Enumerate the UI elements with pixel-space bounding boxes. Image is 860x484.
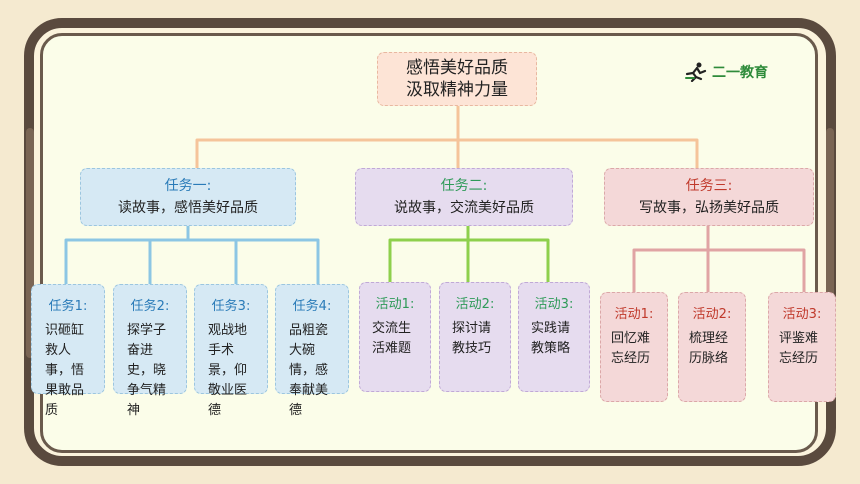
task-1-box: 任务一: 读故事，感悟美好品质: [80, 168, 296, 226]
sub-body: 回忆难忘经历: [611, 331, 651, 366]
task-3-sub-1: 活动1: 回忆难忘经历: [600, 292, 668, 402]
sub-title: 活动1:: [375, 297, 415, 312]
sub-body: 梳理经历脉络: [689, 331, 729, 366]
task-3-title: 任务三:: [685, 178, 733, 194]
task2-connector: [388, 224, 550, 284]
task-3-box: 任务三: 写故事，弘扬美好品质: [604, 168, 814, 226]
brand-logo: 二一教育: [684, 62, 768, 82]
task-2-title: 任务二:: [440, 178, 488, 194]
sub-body: 评鉴难忘经历: [779, 331, 819, 366]
task-2-sub-3: 活动3: 实践请教策略: [518, 282, 590, 392]
sub-title: 活动2:: [692, 307, 732, 322]
sub-body: 品粗瓷大碗情，感奉献美德: [289, 323, 329, 418]
task-3-desc: 写故事，弘扬美好品质: [639, 200, 779, 216]
root-line1: 感悟美好品质: [406, 58, 508, 78]
sub-title: 活动3:: [782, 307, 822, 322]
task-1-sub-1: 任务1: 识砸缸救人事，悟果敢品质: [31, 284, 105, 418]
sub-title: 活动1:: [614, 307, 654, 322]
task-2-box: 任务二: 说故事，交流美好品质: [355, 168, 573, 226]
task-3-sub-2: 活动2: 梳理经历脉络: [678, 292, 746, 402]
root-connector: [195, 104, 699, 170]
sub-title: 任务4:: [292, 299, 332, 314]
sub-body: 观战地手术景，仰敬业医德: [208, 323, 248, 418]
sub-body: 探讨请教技巧: [452, 321, 492, 356]
task-2-sub-2: 活动2: 探讨请教技巧: [439, 282, 511, 392]
sub-body: 实践请教策略: [531, 321, 571, 356]
task3-connector: [632, 224, 806, 296]
sub-body: 探学子奋进史，晓争气精神: [127, 323, 167, 418]
task-1-sub-3: 任务3: 观战地手术景，仰敬业医德: [194, 284, 268, 418]
root-line2: 汲取精神力量: [406, 80, 508, 100]
task-2-sub-1: 活动1: 交流生活难题: [359, 282, 431, 392]
sub-title: 活动3:: [534, 297, 574, 312]
task-1-sub-4: 任务4: 品粗瓷大碗情，感奉献美德: [275, 284, 349, 418]
sub-body: 识砸缸救人事，悟果敢品质: [45, 323, 85, 418]
runner-icon: [685, 62, 707, 82]
sub-title: 任务3:: [211, 299, 251, 314]
task1-connector: [64, 224, 320, 286]
task-2-desc: 说故事，交流美好品质: [394, 200, 534, 216]
frame-bracket-left: [26, 128, 34, 358]
root-topic: 感悟美好品质 汲取精神力量: [377, 52, 537, 106]
sub-title: 任务1:: [48, 299, 88, 314]
task-1-sub-2: 任务2: 探学子奋进史，晓争气精神: [113, 284, 187, 418]
frame-bracket-right: [826, 128, 834, 358]
sub-title: 任务2:: [130, 299, 170, 314]
sub-body: 交流生活难题: [372, 321, 412, 356]
logo-text: 二一教育: [712, 65, 768, 81]
task-1-title: 任务一:: [164, 178, 212, 194]
task-1-desc: 读故事，感悟美好品质: [118, 200, 258, 216]
task-3-sub-3: 活动3: 评鉴难忘经历: [768, 292, 836, 402]
sub-title: 活动2:: [455, 297, 495, 312]
